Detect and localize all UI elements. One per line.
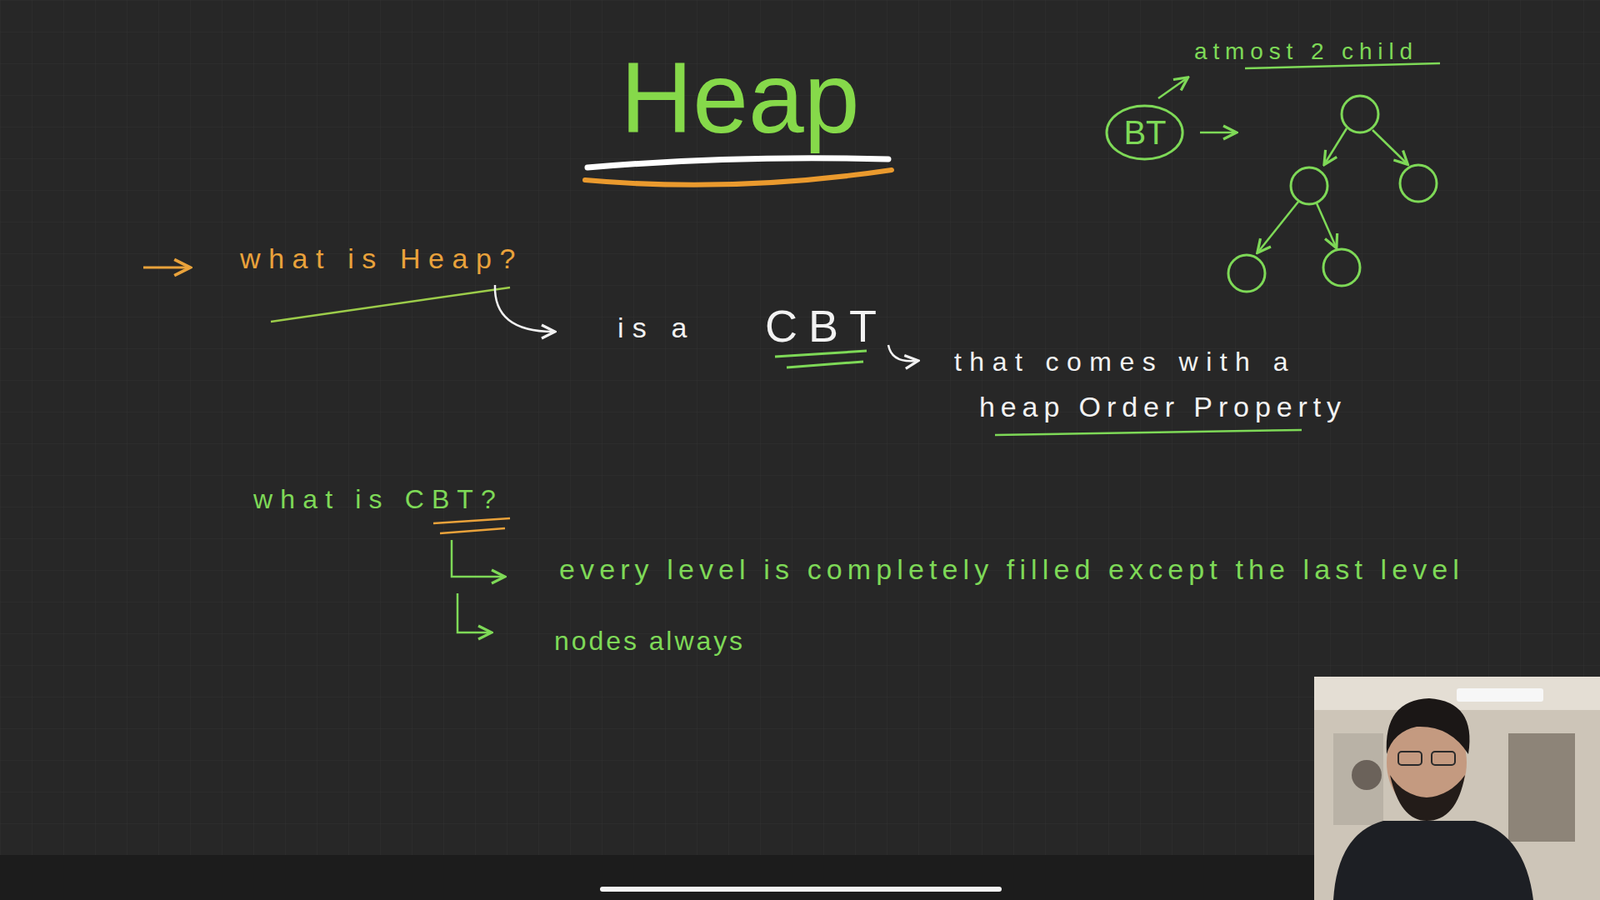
tree-circle: [1228, 255, 1265, 292]
point-text: every level is completely filled except …: [559, 555, 1465, 584]
tree-circle: [1400, 165, 1437, 202]
person-glasses: [1431, 751, 1455, 765]
webcam-light: [1456, 688, 1544, 702]
tree-link: [1258, 201, 1299, 252]
continue-arrow: [888, 345, 917, 361]
term-text: CBT: [765, 303, 888, 349]
question-text: what is Heap?: [240, 244, 524, 273]
point-text: nodes always: [554, 627, 745, 655]
webcam-room: [1314, 676, 1600, 900]
question-underline: [270, 287, 510, 322]
property-underline: [995, 430, 1302, 435]
node-label: BT: [1123, 115, 1166, 150]
binary-tree: [1228, 95, 1437, 292]
bullet-arrow: [143, 266, 189, 270]
note-arrow: [1158, 78, 1187, 99]
question-text: what is CBT?: [253, 485, 504, 513]
person-beard: [1390, 775, 1465, 821]
person-hair: [1386, 698, 1470, 755]
answer-arrow: [495, 285, 554, 332]
person-body: [1333, 820, 1534, 900]
title-underline-orange: [585, 170, 892, 185]
tree-links: [1258, 128, 1407, 252]
note-text: atmost 2 child: [1194, 40, 1419, 64]
tree-link: [1316, 203, 1336, 247]
cbt-question-underline: [433, 518, 510, 524]
home-bar: [600, 886, 1002, 892]
tree-arrow: [1200, 131, 1235, 135]
point-arrow: [451, 540, 504, 577]
person-glasses: [1398, 751, 1422, 765]
node-ellipse: [1106, 105, 1183, 160]
cbt-underline: [786, 361, 864, 368]
answer-text: that comes with a: [954, 348, 1296, 375]
webcam-ceiling: [1314, 676, 1600, 710]
webcam-wall: [1333, 733, 1384, 825]
tree-link: [1325, 128, 1347, 164]
webcam-inset: [1314, 676, 1600, 900]
tree-circle: [1341, 95, 1379, 133]
circled-term: BT: [1105, 104, 1185, 161]
point-arrow: [457, 593, 490, 633]
tree-circle: [1323, 249, 1360, 286]
webcam-shelf: [1508, 733, 1575, 842]
note-underline: [1245, 63, 1440, 69]
title-underline-white: [587, 158, 889, 168]
property-text: heap Order Property: [979, 392, 1347, 421]
cbt-underline: [775, 350, 867, 357]
tree-circle: [1290, 167, 1328, 205]
tree-link: [1372, 130, 1407, 164]
cbt-question-underline: [440, 528, 505, 534]
answer-text: is a: [617, 313, 696, 342]
title-heading: Heap: [620, 47, 860, 148]
webcam-clock: [1351, 760, 1382, 790]
